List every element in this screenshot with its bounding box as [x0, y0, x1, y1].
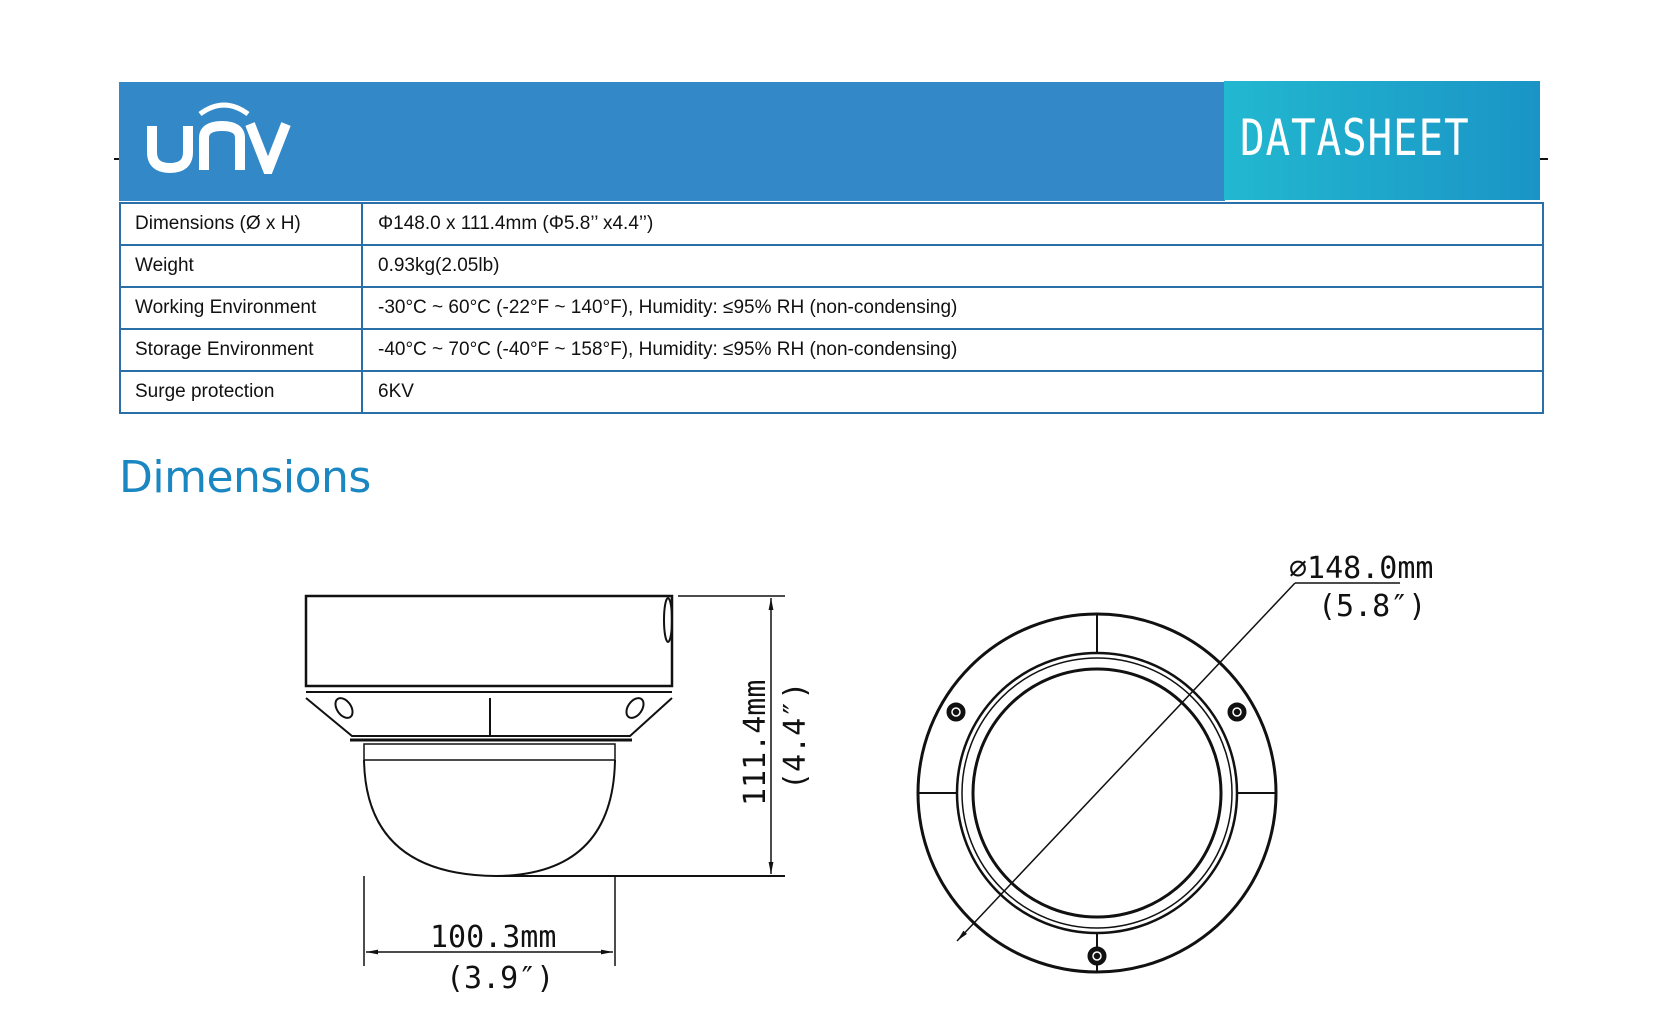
- screw-icon: [1227, 702, 1247, 722]
- spec-label: Surge protection: [119, 370, 363, 414]
- spec-label: Working Environment: [119, 286, 363, 330]
- diameter-in-label: (5.8″): [1318, 589, 1426, 624]
- top-view: [916, 582, 1400, 974]
- spec-table: Dimensions (Ø x H)Φ148.0 x 111.4mm (Φ5.8…: [119, 202, 1544, 414]
- diameter-mm-label: ∅148.0mm: [1289, 551, 1434, 586]
- spec-value: 0.93kg(2.05lb): [361, 244, 1544, 288]
- table-row: Working Environment-30°C ~ 60°C (-22°F ~…: [119, 286, 1544, 330]
- side-view: [304, 594, 785, 966]
- height-mm-label: 111.4mm: [738, 680, 773, 806]
- table-row: Storage Environment-40°C ~ 70°C (-40°F ~…: [119, 328, 1544, 372]
- table-row: Dimensions (Ø x H)Φ148.0 x 111.4mm (Φ5.8…: [119, 202, 1544, 246]
- dimensions-heading: Dimensions: [119, 452, 371, 503]
- header-band: [119, 82, 1225, 201]
- width-in-label: (3.9″): [446, 961, 554, 996]
- datasheet-label: DATASHEET: [1240, 109, 1470, 167]
- unv-logo: [147, 102, 291, 174]
- spec-label: Storage Environment: [119, 328, 363, 372]
- screw-icon: [946, 702, 966, 722]
- spec-value: -40°C ~ 70°C (-40°F ~ 158°F), Humidity: …: [361, 328, 1544, 372]
- spec-value: -30°C ~ 60°C (-22°F ~ 140°F), Humidity: …: [361, 286, 1544, 330]
- width-mm-label: 100.3mm: [430, 920, 556, 955]
- screw-icon: [1087, 946, 1107, 966]
- spec-value: Φ148.0 x 111.4mm (Φ5.8’’ x4.4’’): [361, 202, 1544, 246]
- spec-value: 6KV: [361, 370, 1544, 414]
- datasheet-badge: DATASHEET: [1224, 81, 1540, 200]
- spec-label: Dimensions (Ø x H): [119, 202, 363, 246]
- height-in-label: (4.4″): [778, 682, 813, 790]
- spec-label: Weight: [119, 244, 363, 288]
